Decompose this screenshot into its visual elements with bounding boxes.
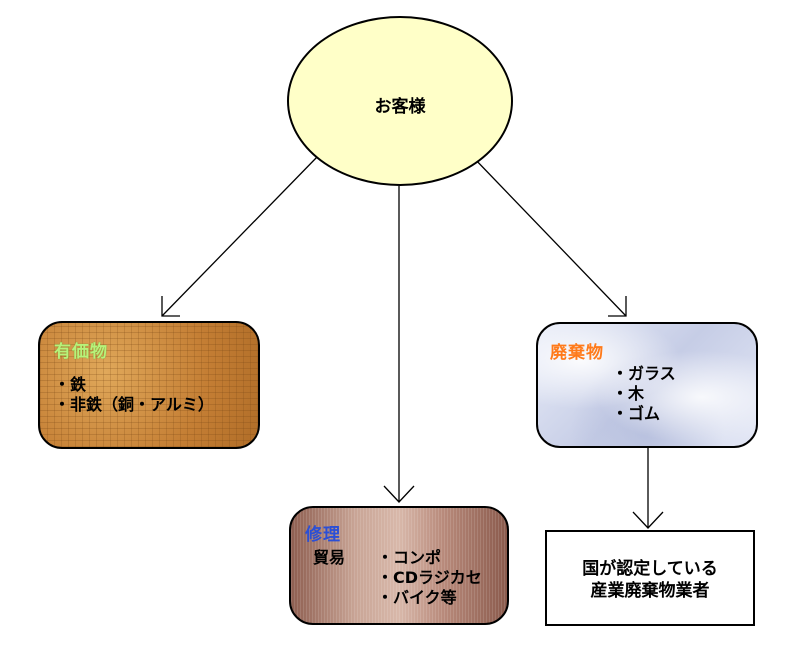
arrowhead-waste <box>608 296 627 317</box>
repair-item: ・CDラジカセ <box>377 568 482 587</box>
customer-node: お客様 <box>287 16 513 186</box>
repair-item: ・バイク等 <box>377 588 457 607</box>
certified-operators-node: 国が認定している 産業廃棄物業者 <box>545 530 755 626</box>
connector-customer-waste <box>471 155 627 317</box>
repair-trade-label: 貿易 <box>313 548 346 567</box>
waste-item: ・木 <box>612 384 645 403</box>
operators-line: 産業廃棄物業者 <box>590 581 710 601</box>
waste-item: ・ゴム <box>612 404 661 423</box>
repair-title: 修理 <box>305 525 341 545</box>
connector-customer-valuables <box>161 155 319 317</box>
certified-operators-text: 国が認定している 産業廃棄物業者 <box>547 558 753 602</box>
arrowhead-valuables <box>161 296 180 317</box>
repair-items: ・コンポ ・CDラジカセ ・バイク等 <box>377 548 482 608</box>
valuables-item: ・非鉄（銅・アルミ） <box>54 395 214 414</box>
waste-node: 廃棄物 ・ガラス ・木 ・ゴム <box>536 322 758 448</box>
valuables-items: ・鉄 ・非鉄（銅・アルミ） <box>54 375 214 415</box>
valuables-title: 有価物 <box>54 342 108 362</box>
repair-node: 修理 貿易 ・コンポ ・CDラジカセ ・バイク等 <box>289 506 509 625</box>
valuables-item: ・鉄 <box>54 375 87 394</box>
arrowhead-operators <box>632 511 664 529</box>
customer-label: お客様 <box>374 97 426 117</box>
waste-items: ・ガラス ・木 ・ゴム <box>612 364 676 424</box>
waste-item: ・ガラス <box>612 364 676 383</box>
operators-line: 国が認定している <box>582 559 718 579</box>
repair-item: ・コンポ <box>377 548 442 567</box>
arrowhead-repair <box>383 485 415 503</box>
valuables-node: 有価物 ・鉄 ・非鉄（銅・アルミ） <box>38 321 260 449</box>
waste-title: 廃棄物 <box>550 343 604 363</box>
